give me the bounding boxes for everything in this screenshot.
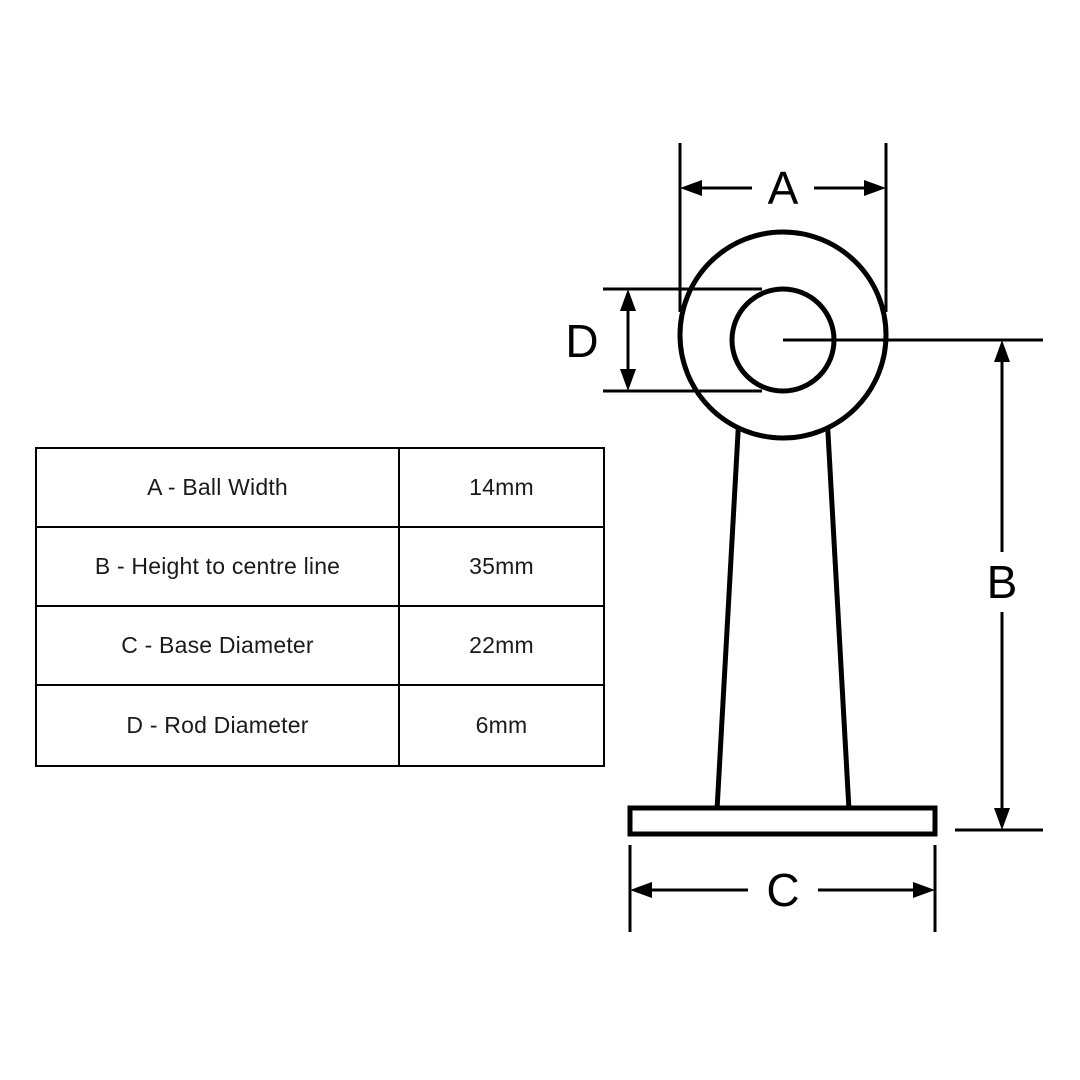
dim-c-arrow-left (630, 882, 652, 898)
dim-b-arrow-top (994, 340, 1010, 362)
dim-d-arrow-top (620, 289, 636, 311)
dim-c-arrow-right (913, 882, 935, 898)
spec-value-a: 14mm (469, 474, 534, 500)
dimension-a: A (678, 143, 888, 312)
dimension-d: D (565, 287, 762, 393)
dimension-b: B (783, 338, 1043, 832)
dim-c-label: C (766, 864, 799, 916)
dim-a-arrow-left (680, 180, 702, 196)
dim-d-label: D (565, 315, 598, 367)
dim-a-label: A (768, 162, 799, 214)
spec-label-c: C - Base Diameter (37, 607, 400, 684)
dim-d-arrow-bottom (620, 369, 636, 391)
dim-b-label: B (987, 556, 1018, 608)
spec-value-d: 6mm (475, 712, 528, 738)
base-plate (627, 805, 938, 837)
spec-value-b: 35mm (469, 553, 534, 579)
table-row: D - Rod Diameter 6mm (37, 686, 603, 765)
table-row: A - Ball Width 14mm (37, 449, 603, 528)
dim-a-arrow-right (864, 180, 886, 196)
spec-label-a: A - Ball Width (37, 449, 400, 526)
dimension-c: C (628, 845, 937, 932)
spec-label-d: D - Rod Diameter (37, 686, 400, 765)
spec-table: A - Ball Width 14mm B - Height to centre… (35, 447, 605, 767)
dim-b-arrow-bottom (994, 808, 1010, 830)
table-row: B - Height to centre line 35mm (37, 528, 603, 607)
stem (714, 412, 852, 813)
table-row: C - Base Diameter 22mm (37, 607, 603, 686)
spec-label-b: B - Height to centre line (37, 528, 400, 605)
spec-value-c: 22mm (469, 632, 534, 658)
